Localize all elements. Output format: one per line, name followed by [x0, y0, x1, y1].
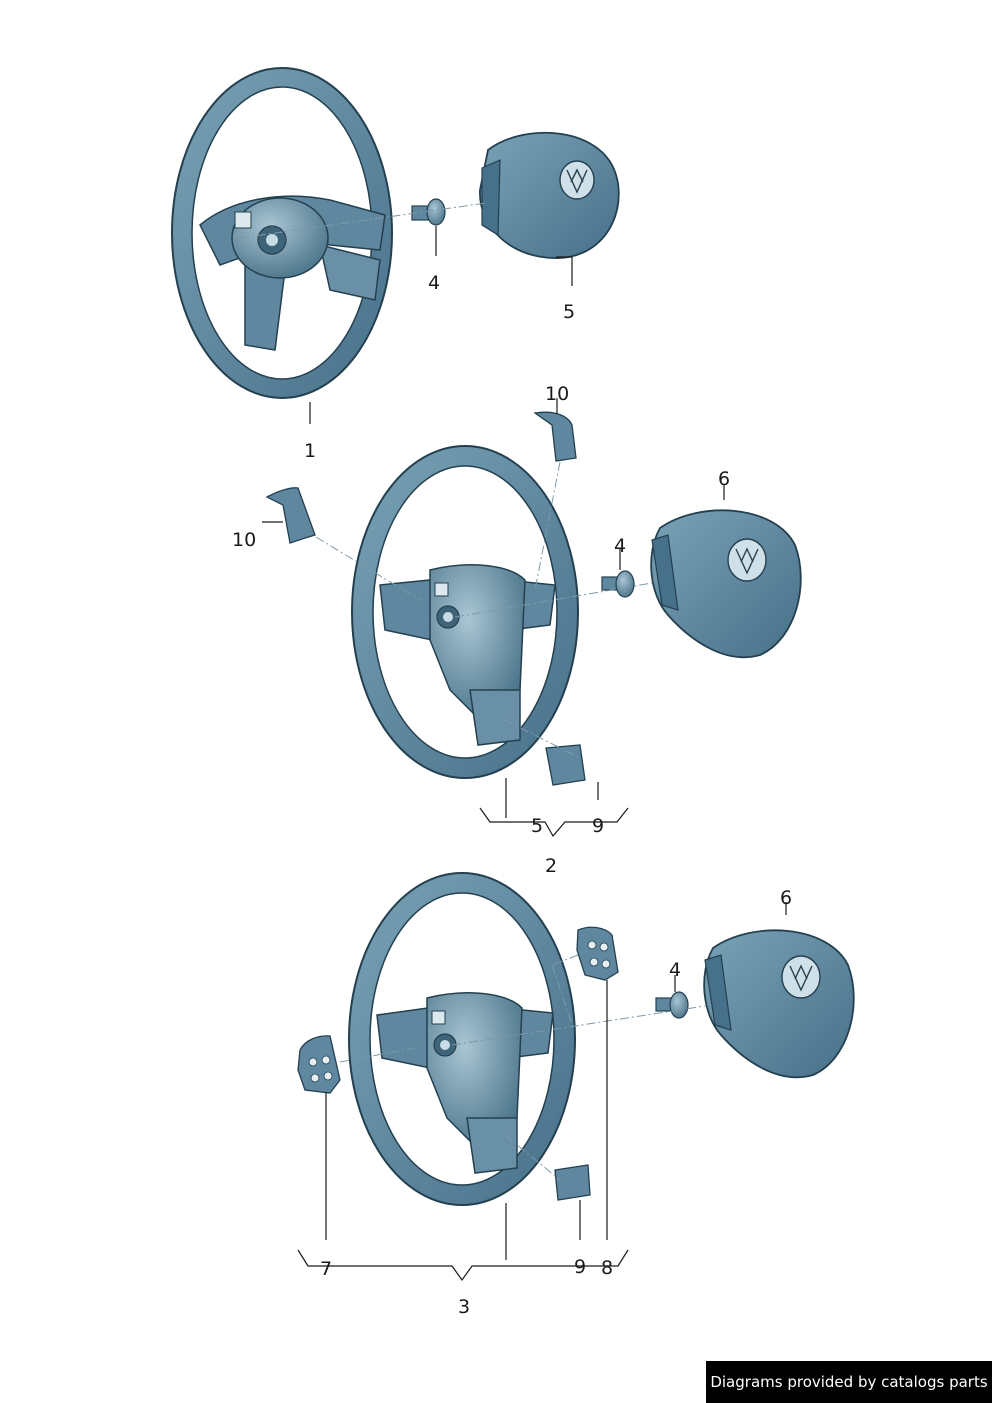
trim-cover-9-bottom [554, 1164, 591, 1201]
callout-9-bottom: 9 [574, 1256, 586, 1278]
callout-2: 2 [545, 855, 557, 877]
trim-cover-9-mid [545, 744, 586, 786]
trim-cover-10-left [265, 487, 316, 544]
airbag-unit-6-mid [650, 509, 802, 659]
airbag-unit-6-bottom [703, 929, 855, 1079]
callout-5-mid: 5 [531, 815, 543, 837]
callout-7: 7 [320, 1258, 332, 1280]
callout-4-bottom: 4 [669, 959, 681, 981]
callout-9-mid: 9 [592, 815, 604, 837]
callout-6-mid: 6 [718, 468, 730, 490]
callout-5-top: 5 [563, 301, 575, 323]
bolt-1 [411, 198, 446, 226]
callout-10-right: 10 [545, 383, 569, 405]
button-panel-7-left [297, 1035, 341, 1094]
callout-1: 1 [304, 440, 316, 462]
callout-3: 3 [458, 1296, 470, 1318]
button-panel-8-right [576, 926, 619, 981]
bolt-3 [655, 991, 689, 1019]
callout-8: 8 [601, 1257, 613, 1279]
steering-wheel-1 [171, 67, 393, 399]
airbag-unit-1 [479, 131, 620, 259]
callout-4-mid: 4 [614, 535, 626, 557]
credit-banner: Diagrams provided by catalogs parts [706, 1361, 992, 1403]
callout-4-top: 4 [428, 272, 440, 294]
trim-cover-10-right [533, 411, 577, 462]
steering-wheel-3 [348, 872, 576, 1206]
steering-wheel-2 [351, 445, 579, 779]
callout-6-bottom: 6 [780, 887, 792, 909]
callout-10-left: 10 [232, 529, 256, 551]
bolt-2 [601, 570, 635, 598]
